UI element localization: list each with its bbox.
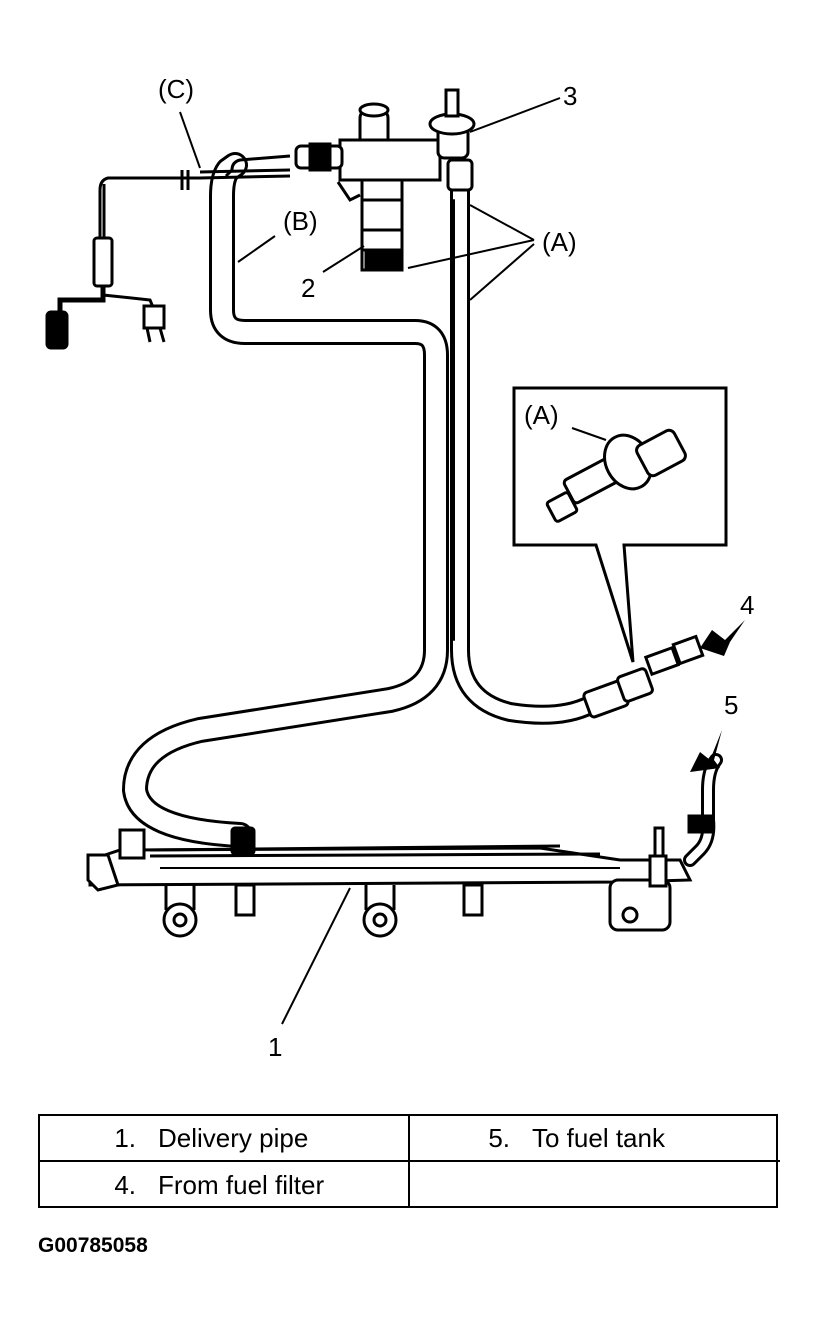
callout-2: 2 (301, 273, 315, 303)
delivery-pipe (86, 826, 693, 938)
callout-a: (A) (542, 227, 577, 257)
feed-pipe-a (450, 175, 600, 725)
callout-1: 1 (268, 1032, 282, 1062)
legend-cell: 1. Delivery pipe (40, 1116, 410, 1162)
legend-number: 1. (114, 1122, 136, 1153)
legend-text: Delivery pipe (158, 1122, 309, 1153)
arrow-to-tank (690, 730, 722, 772)
callout-a-detail: (A) (524, 400, 559, 430)
return-hose-b (122, 152, 449, 848)
legend-text: From fuel filter (158, 1169, 325, 1200)
return-line-5 (683, 753, 723, 867)
harness-connector (45, 236, 166, 350)
detail-callout-box (512, 386, 728, 663)
legend-cell: 5. To fuel tank (410, 1116, 780, 1162)
fitting-a (582, 667, 654, 719)
valve-block (294, 88, 476, 272)
legend-cell-empty (410, 1162, 780, 1208)
legend-number: 4. (114, 1169, 136, 1200)
legend-number: 5. (488, 1122, 510, 1153)
figure-code: G00785058 (38, 1234, 148, 1257)
legend-table: 1. Delivery pipe 5. To fuel tank 4. From… (38, 1114, 780, 1208)
callout-b: (B) (283, 206, 318, 236)
callout-5: 5 (724, 690, 738, 720)
legend-text: To fuel tank (532, 1122, 665, 1153)
callout-4: 4 (740, 590, 754, 620)
fitting-detail (545, 428, 687, 523)
vacuum-line-c (98, 154, 291, 240)
arrow-from-filter (643, 620, 745, 677)
legend-cell: 4. From fuel filter (40, 1162, 410, 1208)
callout-c: (C) (158, 74, 194, 104)
leader-lines (179, 97, 607, 1025)
callout-3: 3 (563, 81, 577, 111)
